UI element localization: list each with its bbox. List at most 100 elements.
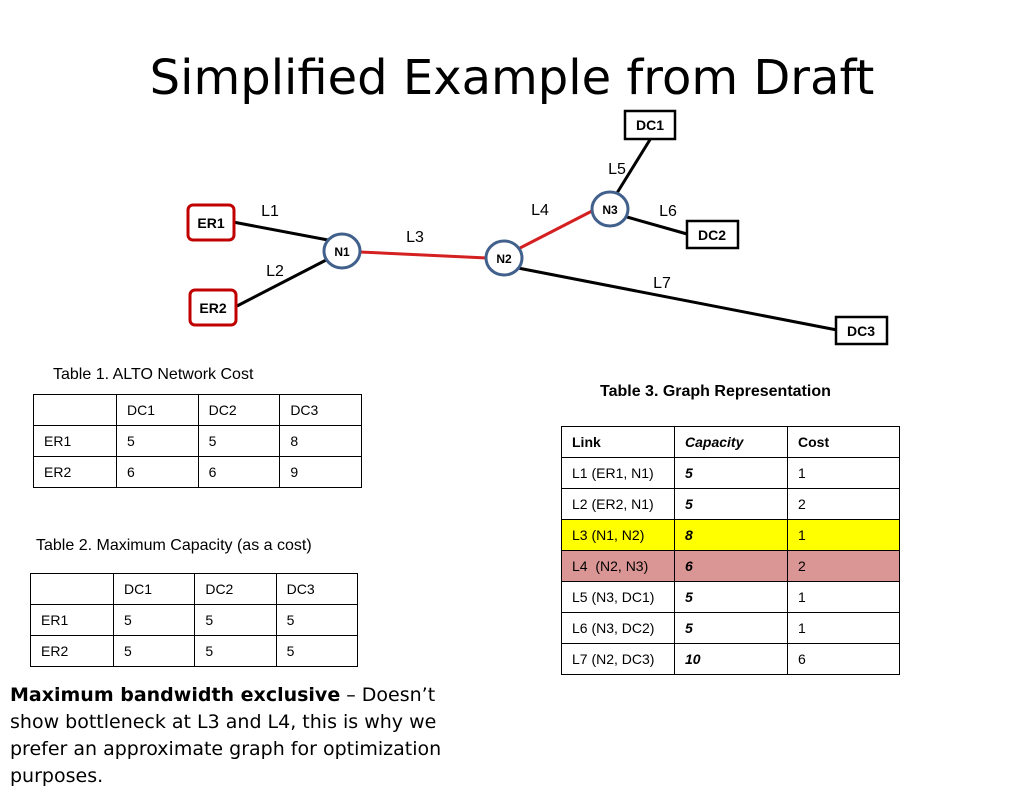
- svg-text:N1: N1: [334, 245, 350, 259]
- table-cell: 5: [674, 457, 788, 489]
- table-cell: 5: [674, 581, 788, 613]
- footnote-text: – Doesn’t show bottleneck at L3 and L4, …: [10, 684, 442, 787]
- table-cell: 1: [787, 519, 900, 551]
- svg-text:N3: N3: [602, 203, 618, 217]
- link-label-l5: L5: [608, 161, 626, 178]
- table1-caption: Table 1. ALTO Network Cost: [53, 366, 254, 383]
- table-cell: 6: [674, 550, 788, 582]
- table-cell: ER1: [33, 425, 117, 457]
- table-cell: 5: [674, 612, 788, 644]
- link-label-l6: L6: [659, 203, 677, 220]
- table-cell: 6: [116, 456, 199, 488]
- table-cell: 5: [197, 425, 281, 457]
- table-row: Link Capacity Cost: [561, 426, 900, 458]
- table-cell: 1: [787, 612, 900, 644]
- table-cell: L5 (N3, DC1): [561, 581, 675, 613]
- table-cell: DC1: [112, 573, 196, 605]
- table-cell: 2: [787, 488, 900, 520]
- table-cell: 5: [112, 604, 196, 636]
- node-er2: ER2: [188, 288, 238, 327]
- node-n1: N1: [322, 232, 362, 270]
- table-cell: DC1: [116, 394, 199, 426]
- table-cell: 8: [674, 519, 788, 551]
- svg-text:N2: N2: [496, 252, 512, 266]
- table-cell: L4 (N2, N3): [561, 550, 675, 582]
- link-label-l2: L2: [266, 263, 284, 280]
- table-cell: L2 (ER2, N1): [561, 488, 675, 520]
- table-cell: Cost: [787, 426, 900, 458]
- table-cell: [30, 573, 114, 605]
- link-label-l1: L1: [261, 203, 279, 220]
- table-cell: 6: [787, 643, 900, 675]
- node-dc1: DC1: [623, 109, 677, 141]
- table-cell: ER2: [30, 635, 114, 667]
- table-cell: [33, 394, 117, 426]
- svg-text:DC3: DC3: [847, 323, 875, 339]
- table-cell: ER2: [33, 456, 117, 488]
- table-cell: 5: [275, 635, 359, 667]
- slide-title: Simplified Example from Draft: [149, 50, 875, 106]
- footnote-bold: Maximum bandwidth exclusive: [10, 684, 341, 706]
- table-cell: 8: [279, 425, 362, 457]
- table-cell: 5: [674, 488, 788, 520]
- link-l1: [232, 220, 329, 242]
- table-cell: DC2: [197, 394, 281, 426]
- table-cell: 1: [787, 457, 900, 489]
- network-diagram: L1 L2 L3 L4 L5 L6 L7 ER1 ER2 N1 N2 N3 DC…: [186, 109, 889, 346]
- table-cell: 5: [194, 635, 277, 667]
- table-cell: DC3: [279, 394, 362, 426]
- table2-caption: Table 2. Maximum Capacity (as a cost): [36, 537, 312, 554]
- table-cell: 2: [787, 550, 900, 582]
- table-cell: L1 (ER1, N1): [561, 457, 675, 489]
- table-cell: L3 (N1, N2): [561, 519, 675, 551]
- link-label-l4: L4: [531, 202, 549, 219]
- table-cell: DC3: [275, 573, 359, 605]
- table-cell: ER1: [30, 604, 114, 636]
- table-cell: 1: [787, 581, 900, 613]
- svg-text:ER1: ER1: [197, 215, 224, 231]
- node-n3: N3: [590, 190, 630, 228]
- table-cell: 5: [194, 604, 277, 636]
- link-label-l3: L3: [406, 229, 424, 246]
- link-l7: [517, 266, 838, 332]
- table-cell: DC2: [194, 573, 277, 605]
- table-cell: 10: [674, 643, 788, 675]
- table-cell: L7 (N2, DC3): [561, 643, 675, 675]
- node-dc2: DC2: [685, 219, 740, 250]
- node-er1: ER1: [186, 203, 236, 242]
- link-l5: [615, 137, 653, 194]
- footnote: Maximum bandwidth exclusive – Doesn’t sh…: [10, 682, 470, 790]
- table-row: DC1 DC2 DC3: [30, 573, 359, 605]
- link-l4: [519, 209, 593, 250]
- svg-text:DC2: DC2: [698, 227, 726, 243]
- table-cell: 5: [275, 604, 359, 636]
- link-l6: [626, 215, 688, 236]
- node-dc3: DC3: [834, 315, 889, 346]
- svg-text:DC1: DC1: [636, 117, 664, 133]
- table-cell: 5: [116, 425, 199, 457]
- table3-caption: Table 3. Graph Representation: [600, 383, 831, 400]
- link-l2: [236, 256, 331, 308]
- table-cell: 6: [197, 456, 281, 488]
- link-l3: [359, 250, 488, 260]
- table-cell: Link: [561, 426, 675, 458]
- table-cell: L6 (N3, DC2): [561, 612, 675, 644]
- node-n2: N2: [484, 239, 524, 277]
- table-cell: Capacity: [674, 426, 788, 458]
- link-label-l7: L7: [653, 275, 671, 292]
- svg-text:ER2: ER2: [199, 300, 226, 316]
